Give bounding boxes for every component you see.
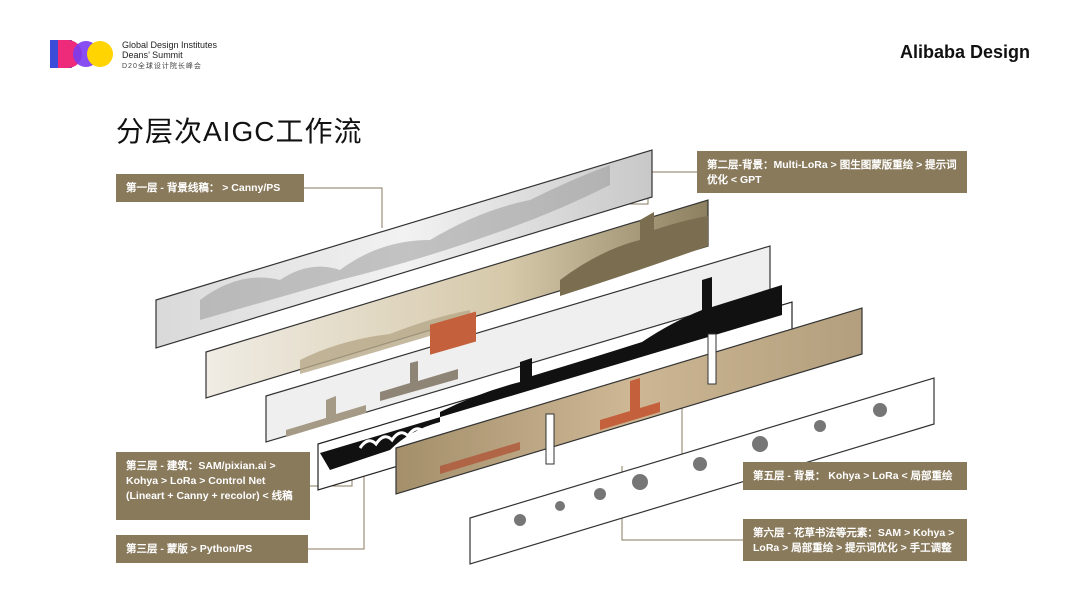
- layer-5-background-painting: [395, 307, 863, 495]
- label-layer-5: 第五层 - 背景： Kohya > LoRa < 局部重绘: [743, 462, 967, 490]
- d20-logo-icon: [50, 40, 113, 68]
- label-layer-3-building: 第三层 - 建筑：SAM/pixian.ai > Kohya > LoRa > …: [116, 452, 310, 520]
- label-layer-2: 第二层-背景：Multi-LoRa > 图生图蒙版重绘 > 提示词优化 < GP…: [697, 151, 967, 193]
- brand-name: Alibaba Design: [899, 42, 1030, 62]
- logo-line-3: D20全球设计院长峰会: [122, 63, 202, 70]
- layer-2-landscape: [205, 199, 709, 399]
- layer-divider: [707, 333, 717, 385]
- page-title: 分层次AIGC工作流: [116, 116, 363, 147]
- logo-line-2: Deans’ Summit: [122, 50, 183, 60]
- label-layer-3-mask: 第三层 - 蒙版 > Python/PS: [116, 535, 308, 563]
- logo-text: Global Design Institutes Deans’ Summit D…: [122, 40, 217, 72]
- logo-line-1: Global Design Institutes: [122, 40, 218, 50]
- label-layer-6: 第六层 - 花草书法等元素：SAM > Kohya > LoRa > 局部重绘 …: [743, 519, 967, 561]
- layer-6-elements: [469, 377, 935, 565]
- connector-layer-3-mask: [308, 474, 365, 550]
- connector-layer-1: [304, 187, 383, 228]
- layer-divider: [545, 413, 555, 465]
- label-layer-1: 第一层 - 背景线稿： > Canny/PS: [116, 174, 304, 202]
- layer-1-ink-wash: [155, 149, 653, 349]
- summit-logo: Global Design Institutes Deans’ Summit D…: [50, 36, 220, 76]
